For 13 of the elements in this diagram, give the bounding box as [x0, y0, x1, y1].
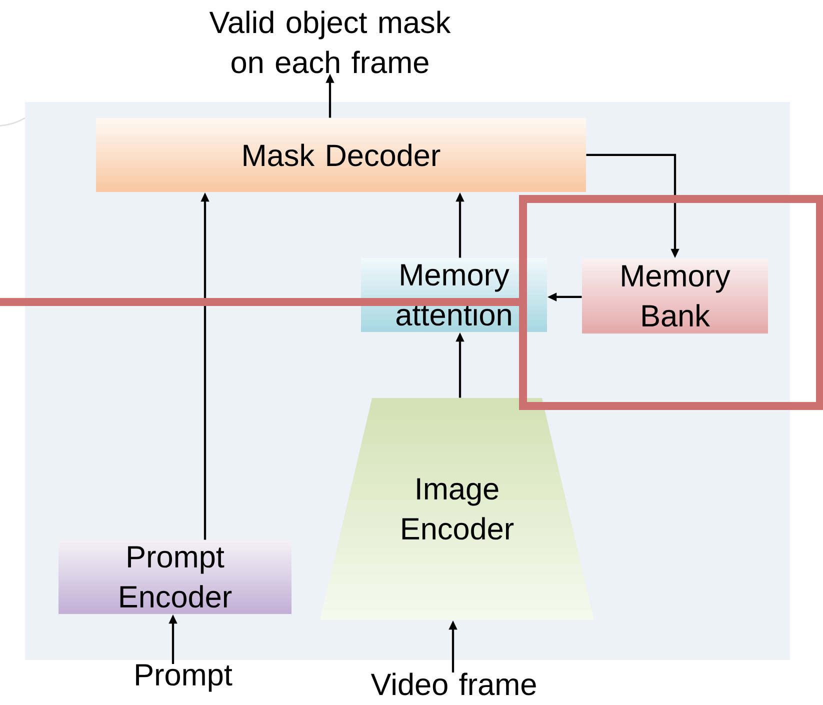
node-label: Memory Bank: [622, 265, 730, 327]
node-label: Prompt Encoder: [120, 546, 232, 608]
node-label: Memory attention: [396, 264, 511, 326]
process-box: Memory Bank: [582, 258, 768, 334]
process-box: Memory attention: [361, 258, 547, 332]
caption-text: Prompt: [136, 664, 232, 692]
node-label: Image Encoder: [402, 478, 514, 540]
node-label: Mask Decoder: [244, 144, 440, 166]
caption-text: Video frame: [370, 672, 536, 696]
encoder-trapezoid: Image Encoder: [320, 398, 594, 620]
process-box: Mask Decoder: [96, 118, 586, 192]
process-box: Prompt Encoder: [58, 540, 292, 614]
caption-text: Valid object mask on each frame: [209, 10, 451, 74]
